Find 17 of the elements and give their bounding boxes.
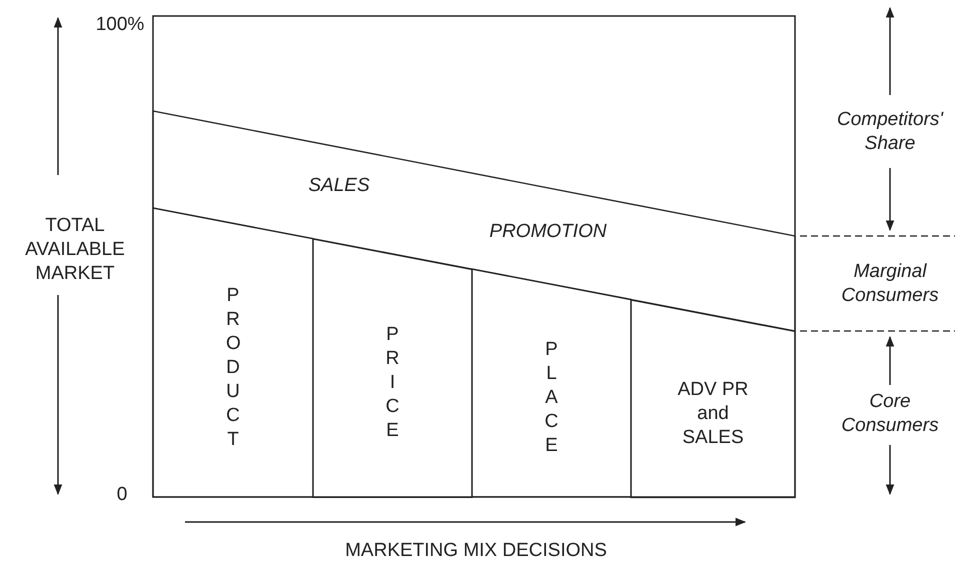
column-label: P L A C E bbox=[544, 338, 558, 458]
axis-tick-label: 0 bbox=[116, 483, 128, 507]
axis-tick-label: 100% bbox=[94, 13, 146, 37]
axis-title: TOTAL AVAILABLE MARKET bbox=[24, 214, 126, 286]
mix-column bbox=[472, 269, 631, 497]
mix-column bbox=[153, 208, 313, 497]
mix-column bbox=[631, 300, 795, 497]
band-label: SALES bbox=[307, 174, 371, 198]
segment-label: Competitors' Share bbox=[836, 108, 944, 156]
axis-title: MARKETING MIX DECISIONS bbox=[344, 539, 608, 563]
mix-column bbox=[313, 238, 472, 497]
column-label: P R I C E bbox=[386, 323, 400, 444]
column-label: P R O D U C T bbox=[226, 284, 240, 452]
segment-label: Core Consumers bbox=[840, 390, 940, 438]
column-label: ADV PR and SALES bbox=[676, 378, 750, 450]
segment-label: Marginal Consumers bbox=[840, 260, 940, 308]
band-label: PROMOTION bbox=[488, 220, 608, 244]
